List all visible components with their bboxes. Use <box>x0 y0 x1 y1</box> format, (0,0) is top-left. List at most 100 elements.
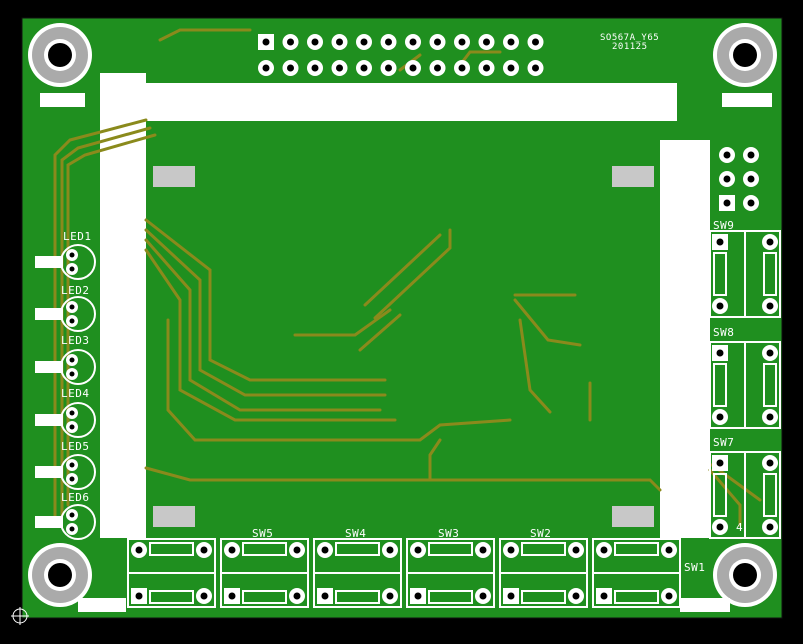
switch-pin <box>661 542 677 558</box>
switch-pin <box>568 588 584 604</box>
connector-pin <box>282 60 299 76</box>
label-patch-tl <box>40 93 85 107</box>
switch-pin <box>762 519 778 535</box>
connector-pin <box>380 34 397 50</box>
switch-pin <box>196 588 212 604</box>
switch-pin <box>475 542 491 558</box>
connector-pin <box>380 60 397 76</box>
pin-header-right <box>719 147 759 211</box>
switch-footprint <box>313 538 402 608</box>
connector-pin <box>454 60 470 76</box>
switch-footprint <box>709 451 781 539</box>
led-label-2: LED2 <box>61 284 90 297</box>
switch-pin <box>712 455 728 471</box>
switch-column-right <box>709 230 781 539</box>
connector-pin <box>454 34 470 50</box>
connector-pin <box>307 34 323 50</box>
lcd-outline-right <box>660 140 710 538</box>
led-footprint <box>35 504 96 540</box>
switch-label-sw9: SW9 <box>713 219 735 232</box>
stray-label: 4 <box>736 521 744 534</box>
pin-header-connector <box>258 34 544 76</box>
connector-pin <box>503 34 519 50</box>
led-label-3: LED3 <box>61 334 90 347</box>
mark-block-br <box>612 506 654 527</box>
connector-pin <box>429 34 446 50</box>
connector-pin <box>331 60 348 76</box>
connector-pin <box>478 34 495 50</box>
switch-pin <box>503 588 519 604</box>
mounting-hole-bl <box>28 543 92 607</box>
fiducial-mark-icon <box>11 607 29 625</box>
switch-label-sw4: SW4 <box>345 527 367 540</box>
switch-pin <box>475 588 491 604</box>
led-footprint <box>35 349 96 385</box>
switch-pin <box>762 345 778 361</box>
connector-pin <box>356 60 372 76</box>
led-footprint <box>35 402 96 438</box>
led-footprint <box>35 296 96 332</box>
header-pin <box>719 147 735 163</box>
mounting-hole-tl <box>28 23 92 87</box>
header-pin <box>743 195 759 211</box>
switch-pin <box>382 542 398 558</box>
led-label-1: LED1 <box>63 230 92 243</box>
switch-pin <box>289 542 305 558</box>
header-pin <box>743 147 759 163</box>
switch-label-sw2: SW2 <box>530 527 552 540</box>
switch-pin <box>712 345 728 361</box>
led-footprint <box>35 454 96 490</box>
mounting-hole-tr <box>713 23 777 87</box>
switch-pin <box>712 298 728 314</box>
switch-pin <box>196 542 212 558</box>
mark-block-tl <box>153 166 195 187</box>
switch-pin <box>131 542 147 558</box>
switch-pin <box>410 588 426 604</box>
connector-pin <box>307 60 323 76</box>
connector-pin <box>478 60 495 76</box>
header-pin <box>719 195 735 211</box>
lcd-outline-left <box>100 73 146 538</box>
header-pin <box>719 171 735 187</box>
connector-pin <box>258 60 274 76</box>
switch-label-sw5: SW5 <box>252 527 274 540</box>
switch-pin <box>568 542 584 558</box>
trace-group <box>53 28 762 527</box>
switch-pin <box>131 588 147 604</box>
mounting-hole-br <box>713 543 777 607</box>
connector-pin <box>429 60 446 76</box>
switch-label-sw1: SW1 <box>684 561 706 574</box>
switch-footprint <box>709 230 781 318</box>
mark-block-bl <box>153 506 195 527</box>
label-patch-tr <box>722 93 772 107</box>
connector-pin <box>331 34 348 50</box>
switch-row-bottom <box>127 538 681 608</box>
connector-pin <box>527 60 544 76</box>
switch-pin <box>596 588 612 604</box>
lcd-outline-top <box>100 83 677 121</box>
switch-pin <box>712 409 728 425</box>
switch-pin <box>712 519 728 535</box>
switch-footprint <box>127 538 216 608</box>
connector-pin <box>282 34 299 50</box>
switch-footprint <box>499 538 588 608</box>
header-pin <box>743 171 759 187</box>
switch-pin <box>503 542 519 558</box>
switch-pin <box>762 234 778 250</box>
switch-pin <box>762 455 778 471</box>
board-header-text: SO567A_Y65 <box>600 33 660 43</box>
switch-label-sw7: SW7 <box>713 436 735 449</box>
switch-pin <box>289 588 305 604</box>
connector-pin <box>527 34 544 50</box>
led-group <box>35 244 96 540</box>
connector-pin <box>356 34 372 50</box>
label-patch-bl <box>78 598 126 612</box>
switch-label-sw8: SW8 <box>713 326 735 339</box>
connector-pin <box>405 34 421 50</box>
board-date-text: 201125 <box>612 42 648 52</box>
switch-pin <box>224 588 240 604</box>
label-patch-br <box>680 598 730 612</box>
led-footprint <box>35 244 96 280</box>
led-label-5: LED5 <box>61 440 90 453</box>
